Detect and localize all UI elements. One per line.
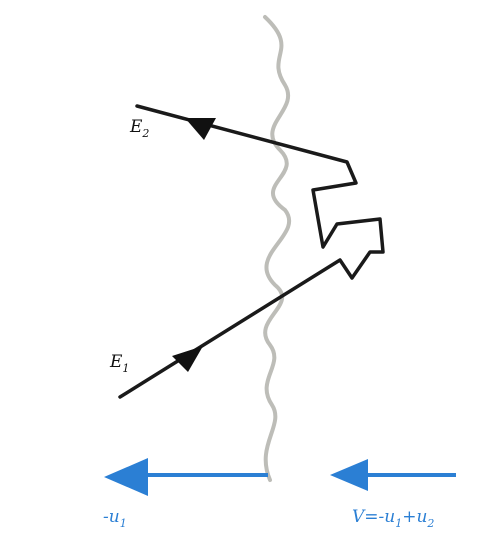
e2-arrowhead-icon	[185, 118, 216, 140]
label-neg-u1: -u1	[103, 507, 127, 530]
label-e2: E2	[129, 117, 149, 140]
neg-u1-arrowhead-icon	[104, 458, 148, 496]
v-arrowhead-icon	[330, 459, 368, 491]
label-v-equation: V=-u1+u2	[352, 507, 434, 530]
e1-arrowhead-icon	[172, 346, 203, 372]
reflection-path	[118, 104, 385, 399]
wavy-boundary	[263, 15, 292, 482]
label-e1: E1	[109, 352, 129, 375]
